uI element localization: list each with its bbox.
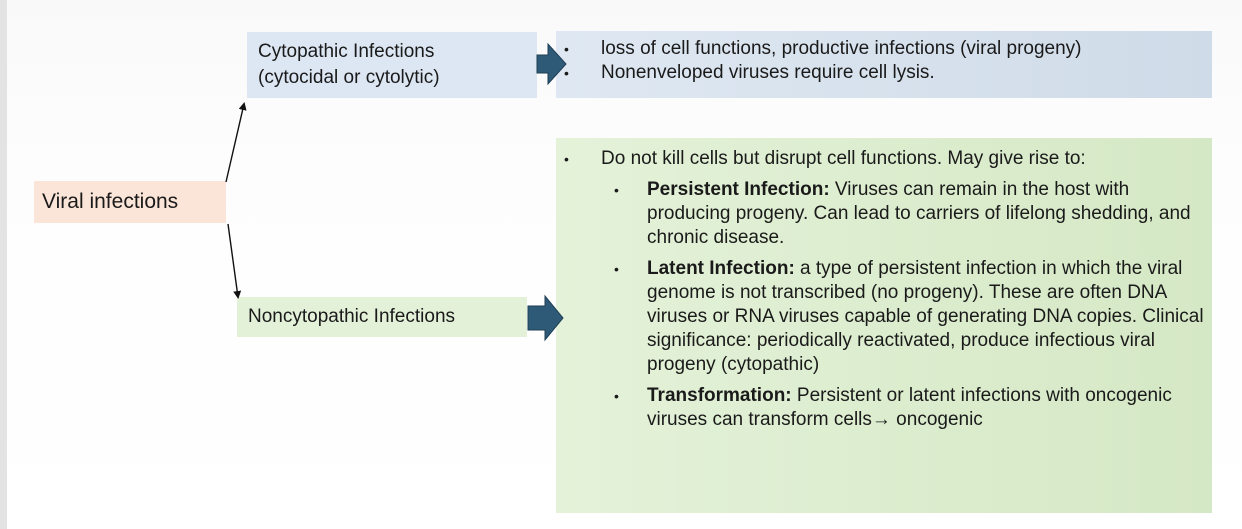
subpoint-text: Persistent or latent infections with onc… xyxy=(647,385,1172,430)
noncytopathic-title: Noncytopathic Infections xyxy=(248,306,456,327)
bullet-icon: • xyxy=(564,151,569,167)
subpoint-text: Viruses can remain in the host with prod… xyxy=(647,179,1191,248)
root-node-viral-infections: Viral infections xyxy=(34,181,226,223)
slide-edge-bar xyxy=(0,0,7,529)
bullet-icon: • xyxy=(614,388,619,404)
subpoint-persistent: • Persistent Infection: Viruses can rema… xyxy=(556,178,1212,250)
subpoint-latent: • Latent Infection: a type of persistent… xyxy=(556,257,1212,377)
subpoint-term: Transformation: xyxy=(647,385,792,406)
noncytopathic-intro-text: Do not kill cells but disrupt cell funct… xyxy=(601,148,1086,169)
cytopathic-title-line-1: Cytopathic Infections xyxy=(258,41,435,62)
bullet-icon: • xyxy=(564,41,569,57)
connector-to-noncytopathic xyxy=(227,223,242,299)
block-arrow-icon xyxy=(527,294,564,342)
cytopathic-title-line-2: (cytocidal or cytolytic) xyxy=(258,67,440,88)
subpoint-transformation: • Transformation: Persistent or latent i… xyxy=(556,384,1212,432)
noncytopathic-node: Noncytopathic Infections xyxy=(237,297,527,337)
cytopathic-point: • Nonenveloped viruses require cell lysi… xyxy=(556,61,1212,85)
cytopathic-node: Cytopathic Infections (cytocidal or cyto… xyxy=(247,32,537,98)
cytopathic-point-text: Nonenveloped viruses require cell lysis. xyxy=(601,62,935,83)
subpoint-term: Latent Infection: xyxy=(647,258,795,279)
cytopathic-point-text: loss of cell functions, productive infec… xyxy=(601,38,1082,59)
bullet-icon: • xyxy=(614,261,619,277)
subpoint-text: a type of persistent infection in which … xyxy=(647,258,1204,375)
noncytopathic-intro: • Do not kill cells but disrupt cell fun… xyxy=(556,147,1212,171)
subpoint-term: Persistent Infection: xyxy=(647,179,830,200)
noncytopathic-details-box: • Do not kill cells but disrupt cell fun… xyxy=(556,138,1212,513)
root-node-label: Viral infections xyxy=(42,190,179,213)
cytopathic-details-box: • loss of cell functions, productive inf… xyxy=(556,31,1212,98)
connector-to-cytopathic xyxy=(225,102,247,183)
block-arrow-icon xyxy=(536,42,567,86)
cytopathic-point: • loss of cell functions, productive inf… xyxy=(556,37,1212,61)
bullet-icon: • xyxy=(614,182,619,198)
bullet-icon: • xyxy=(564,65,569,81)
